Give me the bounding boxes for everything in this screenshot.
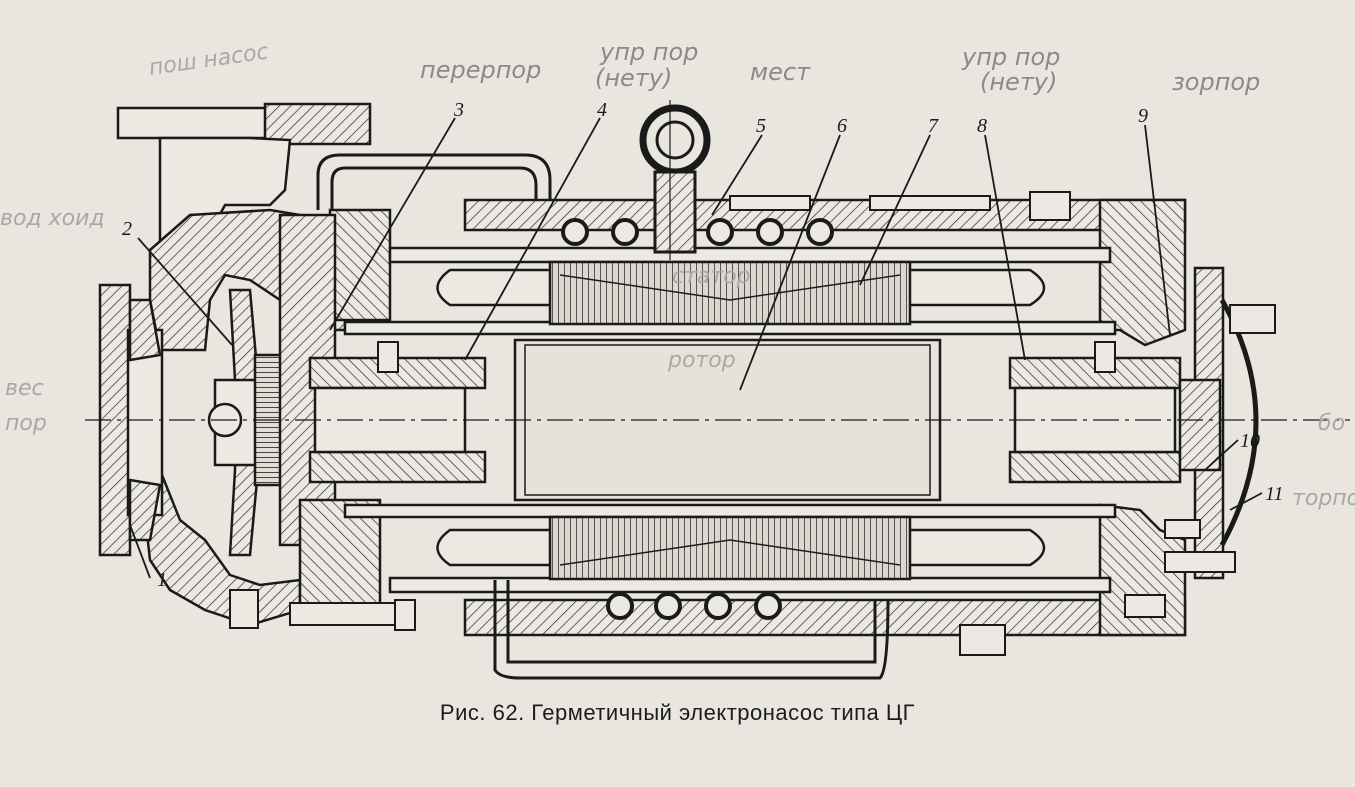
stator-core [548, 260, 912, 581]
pencil-note-2b: (нету) [595, 64, 672, 92]
part-number-4: 4 [597, 99, 607, 121]
bolts [229, 191, 1276, 656]
part-number-2: 2 [122, 218, 132, 240]
pencil-note-left-2b: пор [5, 411, 47, 436]
part-number-10: 10 [1240, 430, 1260, 452]
pencil-note-left-2a: вес [5, 376, 44, 401]
figure-caption: Рис. 62. Герметичный электронасос типа Ц… [439, 700, 916, 725]
part-number-9: 9 [1138, 105, 1148, 127]
pencil-note-4a: упр пор [961, 43, 1060, 71]
part-number-1: 1 [157, 569, 167, 591]
cooling-coil [561, 218, 834, 620]
pencil-note-top-right: зорпор [1172, 68, 1260, 96]
pencil-note-rotor: ротор [667, 348, 736, 373]
leader-lines [129, 117, 1263, 579]
lifting-eye [639, 100, 711, 260]
pencil-note-4b: (нету) [980, 68, 1057, 96]
pencil-note-right-1: бо [1318, 411, 1345, 436]
part-number-8: 8 [977, 115, 987, 137]
pencil-note-top-left: пош насос [147, 39, 270, 81]
part-number-5: 5 [756, 115, 766, 137]
part-number-11: 11 [1265, 483, 1284, 505]
part-number-7: 7 [928, 115, 939, 137]
pencil-note-right-2: торпор [1292, 486, 1355, 511]
pencil-note-3: мест [750, 58, 811, 86]
support-frame [493, 580, 890, 680]
part-number-6: 6 [837, 115, 847, 137]
pencil-note-left-1: вод хоид [0, 206, 105, 231]
pencil-note-stator: статор [672, 264, 751, 289]
stator-end-windings [436, 268, 1046, 567]
pencil-note-1: перерпор [420, 56, 541, 84]
part-number-3: 3 [453, 99, 464, 121]
pencil-note-2a: упр пор [599, 38, 698, 66]
